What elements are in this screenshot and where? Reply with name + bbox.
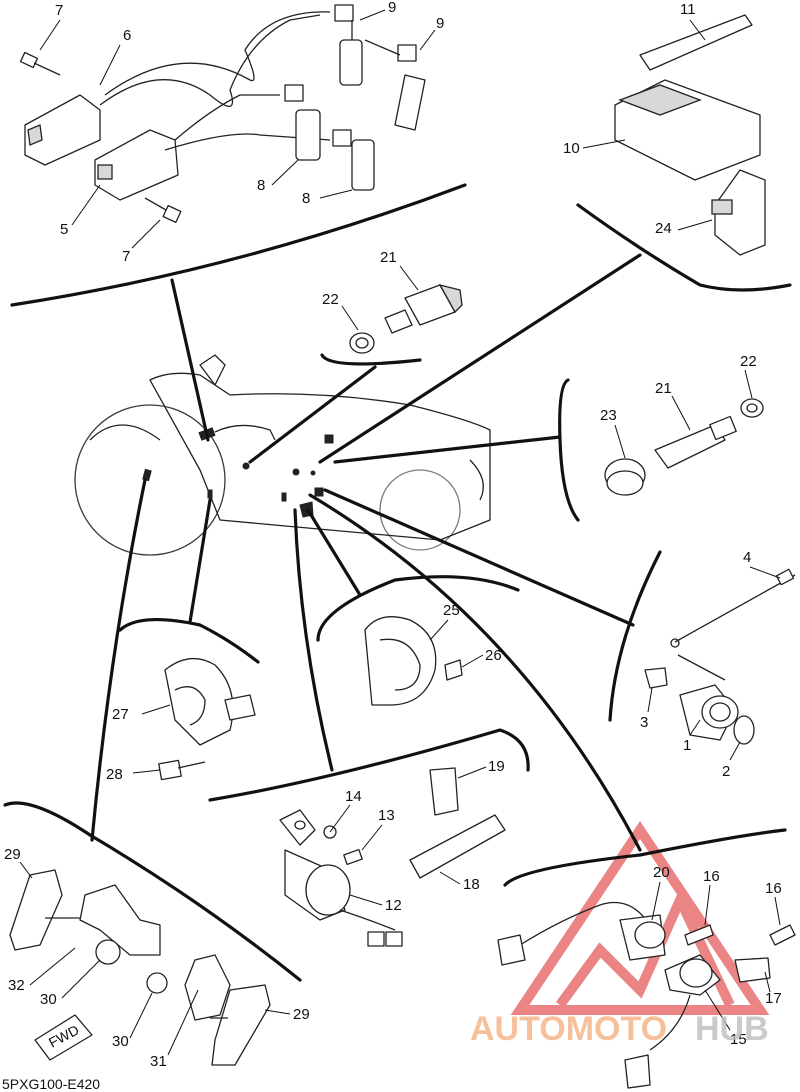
part-labels: 7 9 9 6 11 10 24 8 8 5 7 21 22 21 22 23 …: [4, 0, 782, 1070]
lean-sensor-group: [497, 828, 796, 1089]
part-number: 29: [4, 846, 21, 863]
part-number: 9: [388, 0, 396, 16]
ecu-group: [576, 14, 792, 292]
footrest-group: FWD: [3, 801, 302, 1066]
part-number: 20: [653, 864, 670, 881]
part-number: 8: [302, 190, 310, 207]
part-number: 29: [293, 1006, 310, 1023]
part-number: 1: [683, 737, 691, 754]
part-number: 24: [655, 220, 672, 237]
part-number: 13: [378, 807, 395, 824]
part-number: 14: [345, 788, 362, 805]
part-number: 27: [112, 706, 129, 723]
part-number: 28: [106, 766, 123, 783]
ignition-coil: [24, 94, 179, 201]
part-number: 32: [8, 977, 25, 994]
relay: [714, 169, 766, 256]
watermark-text: AUTOMOTO HUB: [470, 1010, 769, 1048]
plug-cap: [284, 84, 321, 161]
part-number: 7: [122, 248, 130, 265]
part-number: 15: [730, 1031, 747, 1048]
part-number: 2: [722, 763, 730, 780]
bolt-bottom: [144, 197, 182, 224]
part-number: 23: [600, 407, 617, 424]
callout-lines: [90, 253, 642, 852]
part-number: 30: [40, 991, 57, 1008]
watermark-left: AUTOMOTO: [470, 1010, 667, 1048]
diagram-code: 5PXG100-E420: [2, 1076, 100, 1092]
part-number: 10: [563, 140, 580, 157]
part-number: 4: [743, 549, 751, 566]
part-number: 16: [703, 868, 720, 885]
part-number: 31: [150, 1053, 167, 1070]
plug-cap: [332, 129, 375, 191]
ignition-coil-group: [10, 4, 467, 307]
part-number: 9: [436, 15, 444, 32]
plug-cap: [364, 39, 426, 131]
part-number: 21: [655, 380, 672, 397]
part-number: 30: [112, 1033, 129, 1050]
part-number: 19: [488, 758, 505, 775]
plug-cap: [334, 4, 363, 86]
part-number: 17: [765, 990, 782, 1007]
part-number: 22: [322, 291, 339, 308]
watermark-right: HUB: [695, 1010, 769, 1048]
part-number: 11: [680, 1, 696, 18]
bolt-top: [19, 51, 61, 76]
part-number: 12: [385, 897, 402, 914]
part-number: 25: [443, 602, 460, 619]
part-number: 16: [765, 880, 782, 897]
part-number: 26: [485, 647, 502, 664]
watermark-triangle: [510, 820, 770, 1015]
part-number: 3: [640, 714, 648, 731]
speed-sensor-group: [608, 550, 796, 745]
starter-relay-group: [208, 728, 530, 947]
ecu-strap: [639, 14, 753, 71]
horn-front-group: [316, 575, 520, 706]
part-number: 6: [123, 27, 131, 44]
part-number: 22: [740, 353, 757, 370]
part-number: 18: [463, 876, 480, 893]
part-number: 21: [380, 249, 397, 266]
part-number: 7: [55, 2, 63, 19]
sensor-group-right: [558, 378, 764, 522]
temp-sensor-group: [320, 284, 463, 366]
horn-rear-group: [118, 617, 260, 781]
part-number: 8: [257, 177, 265, 194]
part-number: 5: [60, 221, 68, 238]
fwd-arrow: [34, 1014, 93, 1061]
